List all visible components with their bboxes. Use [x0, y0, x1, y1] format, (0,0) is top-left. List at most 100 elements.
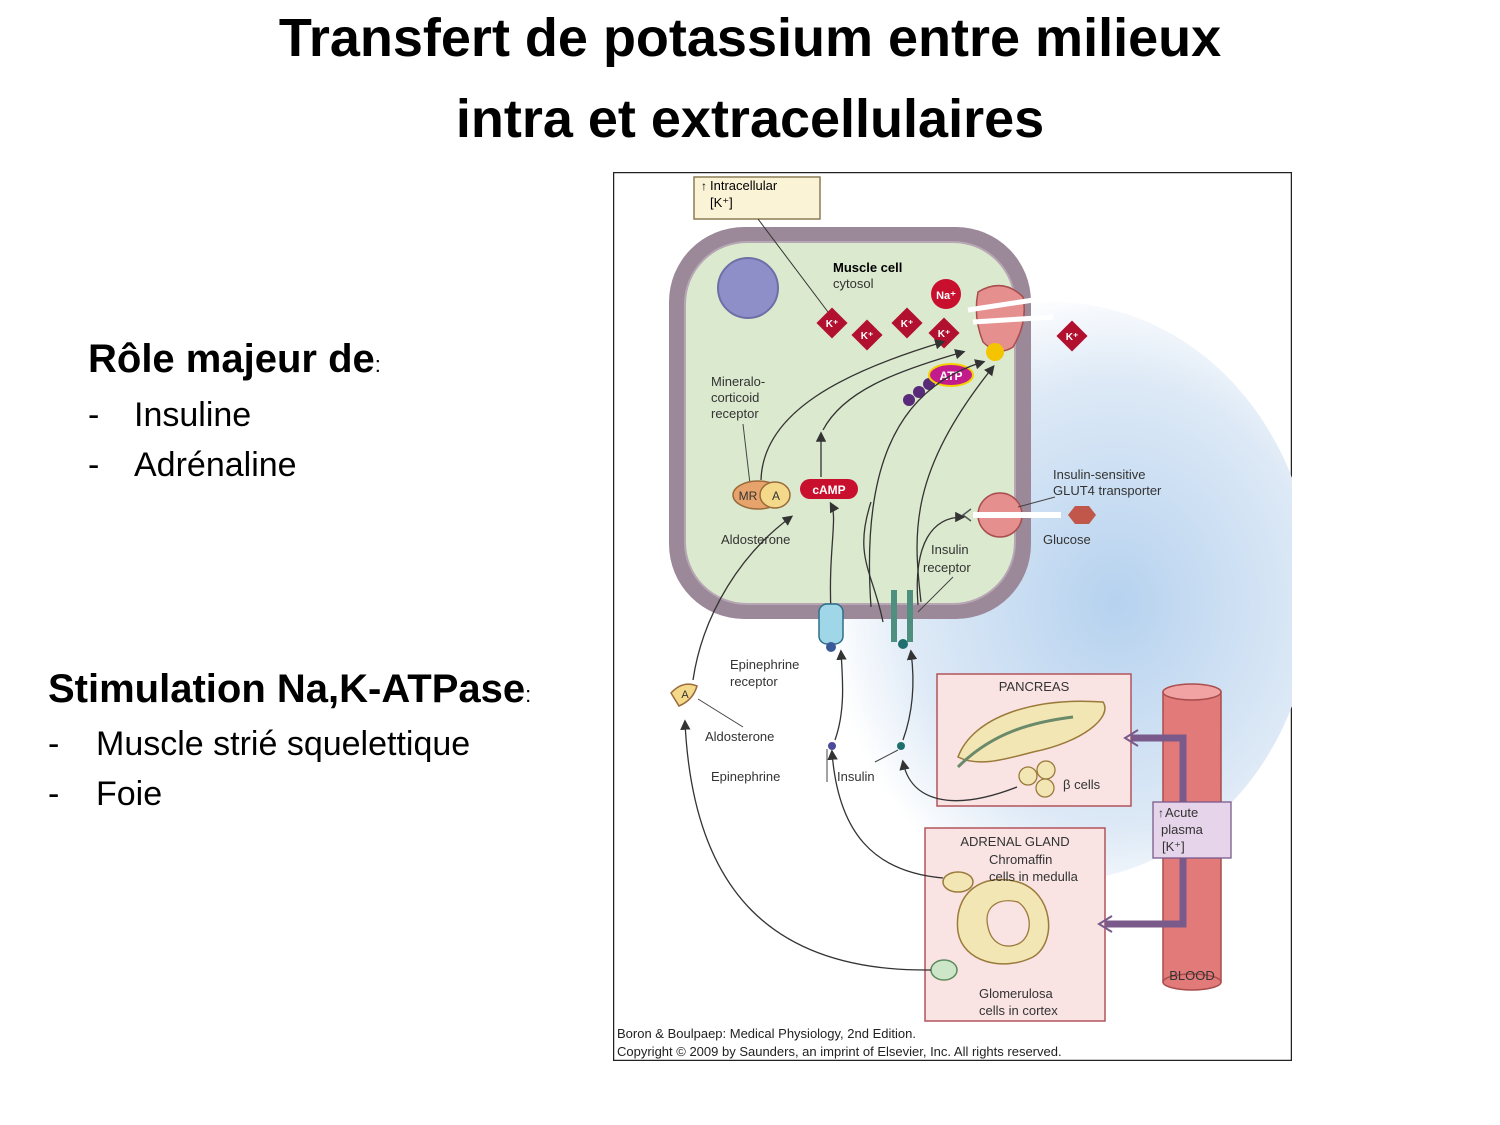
k-ion-label: K⁺: [861, 331, 874, 342]
section-heading-stimulation-text: Stimulation Na,K-ATPase: [48, 667, 526, 711]
list-item-label: Insuline: [134, 396, 252, 434]
beta-cells: [1018, 760, 1056, 798]
k-ion-label: K⁺: [826, 319, 839, 330]
k-ion-label: K⁺: [1066, 332, 1079, 343]
acute-plasma-label-1: Acute: [1165, 805, 1198, 820]
figure-credit-line-1: Boron & Boulpaep: Medical Physiology, 2n…: [617, 1026, 916, 1041]
cytosol-label: cytosol: [833, 276, 874, 291]
k-to-adrenal-arrowhead: [1097, 915, 1113, 933]
insulin-receptor-label-1: Insulin: [931, 542, 969, 557]
chromaffin-cell: [942, 871, 974, 893]
glucose-label: Glucose: [1043, 532, 1091, 547]
camp-badge: [800, 479, 858, 499]
blood-vessel-top: [1162, 683, 1222, 701]
mr-label-3: receptor: [711, 406, 759, 421]
k-ion-label: K⁺: [938, 329, 951, 340]
list-item-label: Foie: [96, 775, 163, 813]
bullet-dash: -: [88, 446, 100, 484]
acute-plasma-label-3: [K⁺]: [1162, 839, 1185, 854]
beta-cells-to-insulin-arrow: [899, 759, 1018, 802]
beta-cells-label: β cells: [1063, 777, 1101, 792]
glomerulosa-label-2: cells in cortex: [979, 1003, 1058, 1018]
glomerulosa-cell: [930, 959, 958, 981]
glucose-molecule: [1068, 506, 1096, 524]
adrenal-gland-label: ADRENAL GLAND: [960, 834, 1069, 849]
insulin-to-glut4-arrow: [916, 511, 966, 606]
phosphate-bead: [913, 386, 925, 398]
insulin-to-pump-arrow: [868, 359, 986, 608]
slide-title-line-2: intra et extracellulaires: [455, 89, 1045, 149]
insulin-molecule: [897, 742, 905, 750]
section-heading-stimulation: Stimulation Na,K-ATPase:: [48, 666, 531, 718]
epi-receptor-label-1: Epinephrine: [730, 657, 799, 672]
blood-label: BLOOD: [1169, 968, 1215, 983]
mr-callout-line: [742, 423, 751, 485]
pump-flux-arrow: [972, 314, 1054, 325]
pancreatic-duct: [956, 715, 1074, 769]
intracellular-k-label-1: Intracellular: [710, 178, 778, 193]
epinephrine-to-receptor-arrow: [834, 649, 847, 741]
acute-plasma-label-2: plasma: [1161, 822, 1204, 837]
muscle-cell-label: Muscle cell: [833, 260, 902, 275]
acute-plasma-arrow: ↑: [1158, 806, 1164, 820]
epinephrine-label: Epinephrine: [711, 769, 780, 784]
callout-line: [757, 218, 829, 313]
insulin-receptor: [891, 590, 913, 649]
section-heading-role-text: Rôle majeur de: [88, 337, 375, 381]
aldosterone-molecule-label: A: [681, 689, 689, 701]
mr-label-2: corticoid: [711, 390, 759, 405]
chromaffin-label-2: cells in medulla: [989, 869, 1079, 884]
slide-title-line-1: Transfert de potassium entre milieux: [278, 8, 1222, 68]
atp-burst: [986, 343, 1004, 361]
insulin-receptor-label-2: receptor: [923, 560, 971, 575]
glomerulosa-to-aldosterone-arrow: [680, 719, 932, 971]
list-item-muscle: -Muscle strié squelettique: [48, 724, 470, 764]
camp-to-pump-arrow: [822, 349, 966, 431]
camp-label: cAMP: [812, 483, 845, 497]
insulin-to-receptor-arrow: [902, 649, 918, 741]
insulin-receptor-callout: [917, 576, 954, 613]
aldosterone-plasma-label: Aldosterone: [705, 729, 774, 744]
k-ion-label: K⁺: [901, 319, 914, 330]
intracellular-k-arrow: ↑: [701, 179, 707, 193]
list-item-label: Muscle strié squelettique: [96, 725, 471, 763]
sodium-ion: [931, 279, 961, 309]
glut4-callout-line: [1017, 496, 1056, 508]
acute-plasma-k-box: [1152, 801, 1232, 859]
pancreas-label: PANCREAS: [999, 679, 1070, 694]
list-item-label: Adrénaline: [134, 446, 297, 484]
aldosterone-label: Aldosterone: [721, 532, 790, 547]
blood-vessel-bottom: [1162, 973, 1222, 991]
mr-label-1: Mineralo-: [711, 374, 765, 389]
intracellular-k-callout: [693, 176, 821, 220]
bullet-dash: -: [88, 396, 100, 434]
aldosterone-bound: [759, 481, 791, 509]
figure-credit-line-2: Copyright © 2009 by Saunders, an imprint…: [617, 1044, 1062, 1059]
adrenal-medulla: [986, 900, 1030, 947]
epi-to-camp-arrow: [829, 501, 840, 613]
glut4-label-1: Insulin-sensitive: [1053, 467, 1146, 482]
insulin-signal-line: [863, 501, 884, 623]
section-heading-role-colon: :: [374, 352, 381, 377]
bullet-dash: -: [48, 725, 60, 763]
insulin-label: Insulin: [837, 769, 875, 784]
section-heading-role: Rôle majeur de:: [88, 336, 381, 388]
epinephrine-molecule: [828, 742, 836, 750]
aldosterone-to-mr-arrow: [692, 515, 794, 681]
list-item-foie: -Foie: [48, 774, 162, 814]
phosphate-bead: [903, 394, 915, 406]
insulin-callout: [874, 749, 899, 763]
k-to-adrenal-arrow: [1105, 858, 1187, 928]
epi-receptor-label-2: receptor: [730, 674, 778, 689]
list-item-insuline: -Insuline: [88, 395, 251, 435]
sodium-ion-label: Na⁺: [936, 290, 956, 302]
glomerulosa-label-1: Glomerulosa: [979, 986, 1053, 1001]
insulin-receptor-to-pump-arrow: [916, 364, 995, 603]
intracellular-k-label-2: [K⁺]: [710, 195, 733, 210]
list-item-adrenaline: -Adrénaline: [88, 445, 297, 485]
chromaffin-to-epinephrine-arrow: [827, 749, 944, 879]
aldosterone-molecule: [670, 683, 698, 707]
aldosterone-text: A: [772, 489, 780, 503]
nucleus: [717, 257, 779, 319]
bullet-dash: -: [48, 775, 60, 813]
